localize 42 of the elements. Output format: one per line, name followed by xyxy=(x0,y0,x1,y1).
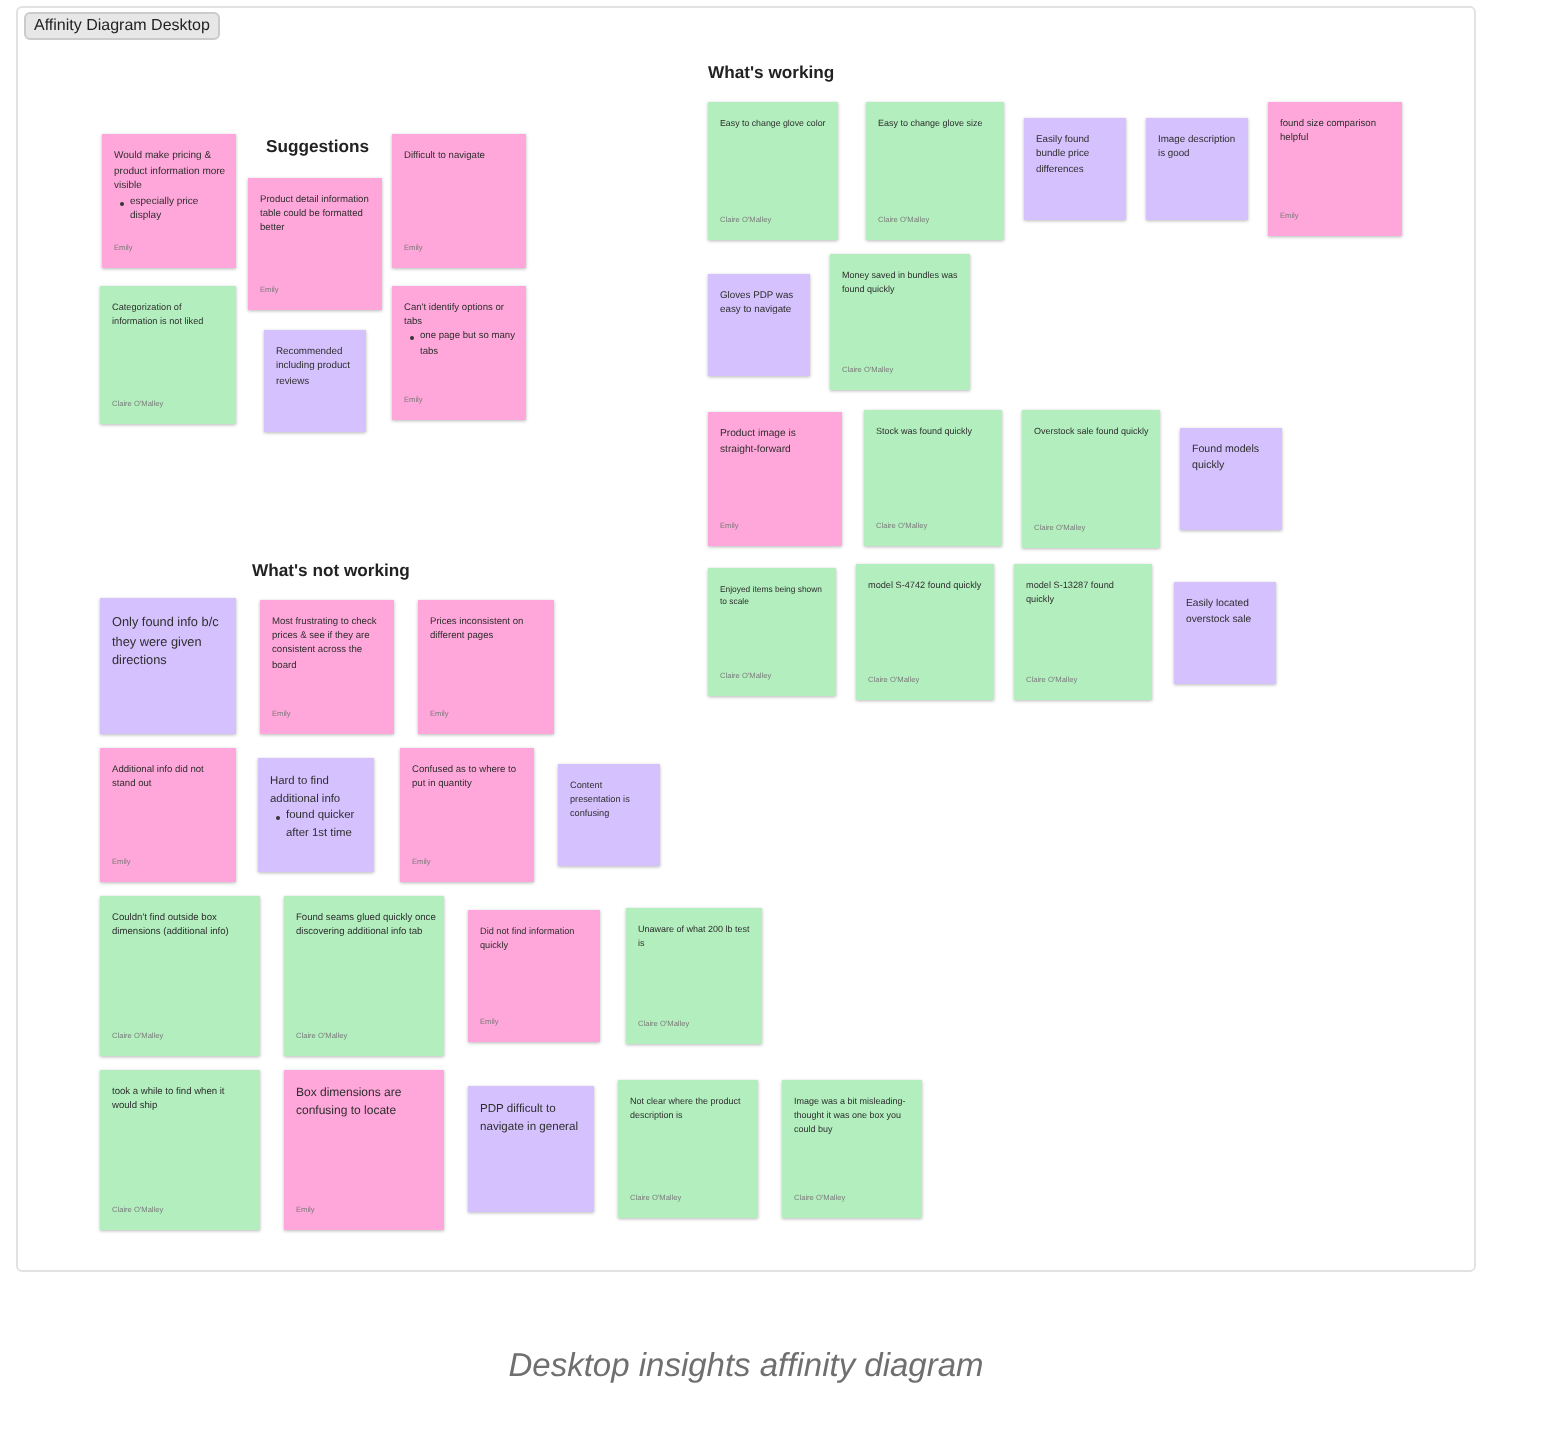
section-heading: Suggestions xyxy=(266,136,370,158)
sticky-note xyxy=(1024,118,1126,220)
sticky-note xyxy=(284,1070,444,1230)
section-heading: What's working xyxy=(708,62,835,84)
sticky-note xyxy=(782,1080,922,1218)
sticky-note xyxy=(1180,428,1282,530)
sticky-note xyxy=(1014,564,1152,700)
sticky-note xyxy=(1268,102,1402,236)
sticky-note xyxy=(468,910,600,1042)
sticky-note xyxy=(558,764,660,866)
sticky-note xyxy=(100,1070,260,1230)
sticky-note xyxy=(260,600,394,734)
sticky-note xyxy=(400,748,534,882)
caption: Desktop insights affinity diagram xyxy=(506,1346,986,1386)
sticky-note xyxy=(248,178,382,310)
section-heading: What's not working xyxy=(252,560,410,582)
sticky-note xyxy=(708,412,842,546)
sticky-note xyxy=(626,908,762,1044)
sticky-note xyxy=(264,330,366,432)
sticky-note xyxy=(864,410,1002,546)
frame-title: Affinity Diagram Desktop xyxy=(24,12,220,40)
sticky-note xyxy=(618,1080,758,1218)
sticky-note xyxy=(1146,118,1248,220)
sticky-note xyxy=(468,1086,594,1212)
sticky-note xyxy=(708,102,838,240)
sticky-note xyxy=(1022,410,1160,548)
sticky-note xyxy=(708,274,810,376)
sticky-note xyxy=(418,600,554,734)
sticky-note xyxy=(100,286,236,424)
sticky-note xyxy=(856,564,994,700)
sticky-note xyxy=(392,286,526,420)
sticky-note xyxy=(100,598,236,734)
sticky-note xyxy=(866,102,1004,240)
sticky-note xyxy=(1174,582,1276,684)
sticky-note xyxy=(258,758,374,872)
sticky-note xyxy=(284,896,444,1056)
sticky-note xyxy=(100,748,236,882)
sticky-note xyxy=(830,254,970,390)
sticky-note xyxy=(100,896,260,1056)
sticky-note xyxy=(392,134,526,268)
sticky-note xyxy=(102,134,236,268)
sticky-note xyxy=(708,568,836,696)
